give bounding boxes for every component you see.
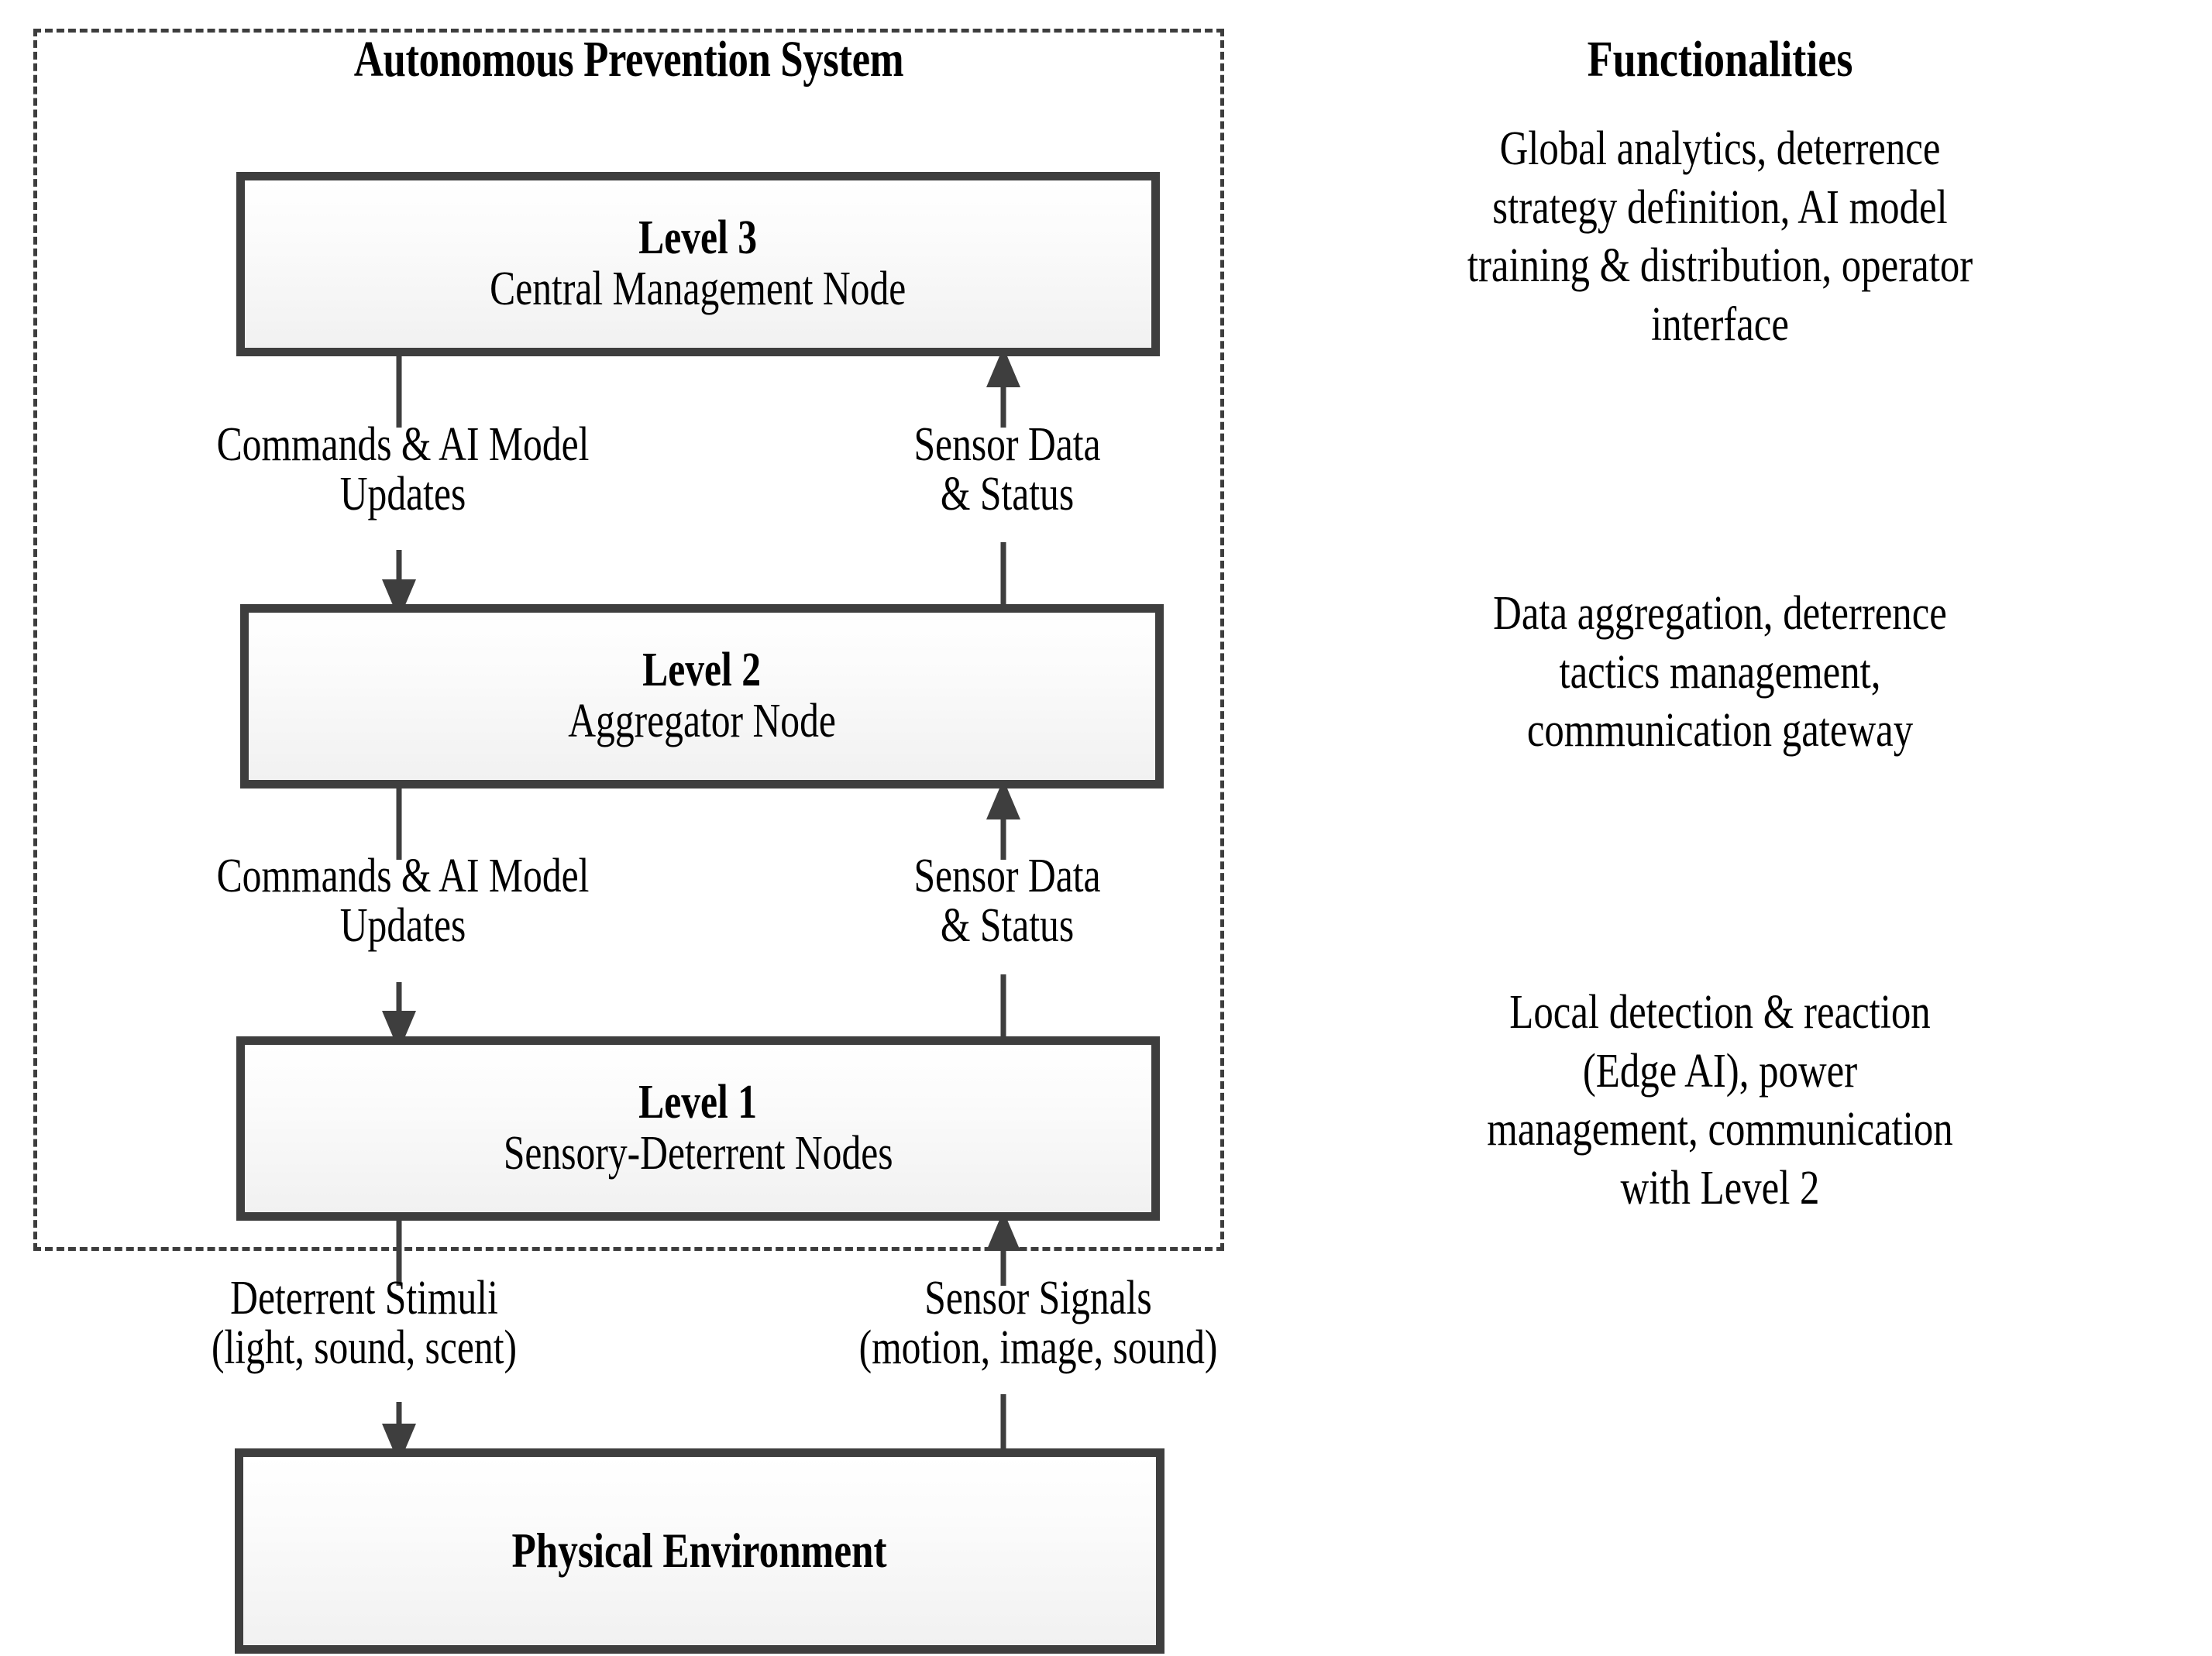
node-level-2[interactable]: Level 2 Aggregator Node [240, 604, 1164, 788]
flow-label-commands-l2-l1: Commands & AI Model Updates [15, 850, 790, 952]
flow-label-commands-l2-l1-line2: Updates [339, 898, 466, 952]
arrow-commands-l3-l2 [382, 356, 416, 620]
functionalities-level-2-line1: Data aggregation, deterrence [1493, 587, 1947, 640]
node-level-3-name: Central Management Node [490, 262, 906, 315]
arrow-sensordata-l2-l3 [986, 347, 1020, 604]
functionalities-level-3-line2: strategy definition, AI model [1492, 180, 1948, 234]
flow-label-sensordata-l1-l2-line1: Sensor Data [913, 850, 1101, 902]
node-level-1[interactable]: Level 1 Sensory-Deterrent Nodes [236, 1036, 1160, 1221]
node-level-2-name: Aggregator Node [568, 694, 836, 747]
functionalities-level-3-line4: interface [1651, 297, 1789, 351]
functionalities-level-2-line3: communication gateway [1526, 704, 1914, 758]
node-level-1-level: Level 1 [638, 1076, 758, 1129]
arrow-sensordata-l1-l2 [986, 779, 1020, 1036]
flow-label-deterrent-stimuli-line1: Deterrent Stimuli [230, 1272, 498, 1324]
functionalities-level-1-line4: with Level 2 [1620, 1161, 1820, 1215]
functionalities-header: Functionalities [1240, 31, 2200, 88]
node-level-2-level: Level 2 [642, 644, 762, 697]
flow-label-sensordata-l2-l3-line1: Sensor Data [913, 418, 1101, 471]
system-boundary [33, 29, 1224, 1251]
flow-label-commands-l3-l2-line2: Updates [339, 467, 466, 521]
node-level-3-level: Level 3 [638, 211, 758, 265]
node-physical-environment-label: Physical Environment [511, 1523, 888, 1579]
node-physical-environment[interactable]: Physical Environment [235, 1448, 1164, 1654]
functionalities-header-text: Functionalities [1587, 31, 1853, 88]
functionalities-level-1-line3: management, communication [1487, 1103, 1953, 1156]
functionalities-level-3-line3: training & distribution, operator [1467, 239, 1973, 293]
functionalities-level-3-line1: Global analytics, deterrence [1499, 122, 1941, 175]
flow-label-sensor-signals-line1: Sensor Signals [924, 1272, 1152, 1324]
node-level-1-name: Sensory-Deterrent Nodes [503, 1126, 893, 1180]
arrow-stimuli-l1-env [382, 1221, 416, 1464]
flow-label-commands-l3-l2: Commands & AI Model Updates [15, 418, 790, 521]
node-level-3[interactable]: Level 3 Central Management Node [236, 172, 1160, 356]
flow-label-deterrent-stimuli: Deterrent Stimuli (light, sound, scent) [23, 1272, 705, 1374]
system-title: Autonomous Prevention System [353, 31, 904, 88]
functionalities-level-2: Data aggregation, deterrence tactics man… [1236, 585, 2204, 761]
functionalities-level-2-line2: tactics management, [1559, 645, 1881, 699]
flow-label-sensor-signals-line2: (motion, image, sound) [858, 1321, 1218, 1374]
flow-label-sensor-signals: Sensor Signals (motion, image, sound) [690, 1272, 1387, 1374]
flow-label-sensordata-l2-l3-line2: & Status [940, 467, 1075, 521]
functionalities-level-1-line2: (Edge AI), power [1582, 1044, 1858, 1098]
arrow-commands-l2-l1 [382, 788, 416, 1051]
flow-label-commands-l3-l2-line1: Commands & AI Model [216, 418, 590, 471]
functionalities-level-1: Local detection & reaction (Edge AI), po… [1236, 984, 2204, 1218]
flow-label-deterrent-stimuli-line2: (light, sound, scent) [212, 1321, 517, 1374]
flow-label-commands-l2-l1-line1: Commands & AI Model [216, 850, 590, 902]
flow-label-sensordata-l2-l3: Sensor Data & Status [798, 418, 1216, 521]
functionalities-level-1-line1: Local detection & reaction [1509, 986, 1931, 1039]
flow-label-sensordata-l1-l2: Sensor Data & Status [798, 850, 1216, 952]
arrow-signals-env-l1 [986, 1211, 1020, 1448]
flow-label-sensordata-l1-l2-line2: & Status [940, 898, 1075, 952]
functionalities-level-3: Global analytics, deterrence strategy de… [1236, 120, 2204, 355]
